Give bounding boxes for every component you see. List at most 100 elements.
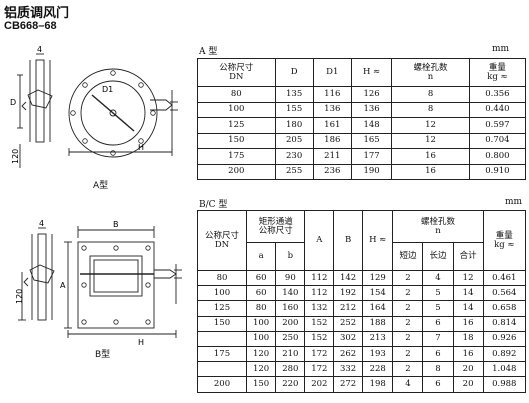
table-cell: 1.048 bbox=[482, 361, 527, 378]
table-cell: 100 bbox=[197, 101, 276, 118]
table-cell: 116 bbox=[312, 86, 352, 103]
table-cell: 200 bbox=[275, 315, 306, 332]
table-cell: 193 bbox=[361, 345, 394, 363]
table-cell: 100 bbox=[197, 285, 247, 302]
table-cell: 14 bbox=[452, 285, 484, 302]
table-cell: 302 bbox=[333, 330, 363, 347]
table-cell: 280 bbox=[275, 361, 306, 378]
table-cell: 150 bbox=[197, 132, 276, 149]
table-cell: 100 bbox=[245, 315, 277, 332]
drawing-a: 4 D 120 D1 H bbox=[10, 45, 178, 168]
table-cell: 210 bbox=[275, 345, 306, 363]
table-cell: 0.461 bbox=[482, 269, 527, 287]
table-cell: 255 bbox=[274, 163, 314, 180]
table-cell: 0.814 bbox=[482, 315, 527, 332]
table-cell: 0.800 bbox=[468, 148, 527, 165]
table-a-header: 螺栓孔数 n bbox=[391, 58, 470, 87]
table-b-header-long: 长边 bbox=[422, 242, 454, 271]
table-b-header-holes: 螺栓孔数 n bbox=[392, 210, 484, 243]
table-cell: 212 bbox=[333, 300, 363, 317]
table-cell: 5 bbox=[422, 300, 454, 317]
table-cell: 125 bbox=[197, 117, 276, 134]
table-cell: 164 bbox=[361, 300, 394, 317]
table-cell: 80 bbox=[245, 300, 277, 317]
table-cell: 200 bbox=[197, 376, 247, 393]
table-cell: 4 bbox=[422, 269, 454, 287]
table-cell: 5 bbox=[422, 285, 454, 302]
table-cell: 142 bbox=[333, 269, 363, 287]
table-cell: 20 bbox=[452, 376, 484, 393]
label-b-b: B bbox=[113, 220, 119, 229]
table-cell: 12 bbox=[391, 132, 470, 149]
table-cell: 125 bbox=[197, 300, 247, 317]
label-b-h: H bbox=[138, 338, 144, 347]
table-cell: 2 bbox=[392, 361, 424, 378]
table-cell: 202 bbox=[304, 376, 335, 393]
table-cell: 80 bbox=[197, 86, 276, 103]
table-cell: 205 bbox=[274, 132, 314, 149]
drawing-b: 4 B A 120 H bbox=[15, 219, 182, 347]
table-cell: 0.440 bbox=[468, 101, 527, 118]
table-cell: 161 bbox=[312, 117, 352, 134]
table-cell: 2 bbox=[392, 315, 424, 332]
table-cell: 120 bbox=[245, 345, 277, 363]
table-b-header-dn: 公称尺寸 DN bbox=[197, 210, 247, 271]
table-cell: 188 bbox=[361, 315, 394, 332]
table-cell: 20 bbox=[452, 361, 484, 378]
table-b-header-rect: 矩形通道 公称尺寸 bbox=[245, 210, 306, 243]
table-cell: 213 bbox=[361, 330, 394, 347]
table-cell: 136 bbox=[312, 101, 352, 118]
table-cell: 8 bbox=[422, 361, 454, 378]
table-a-header: 重量 kg ≈ bbox=[468, 58, 527, 87]
table-cell: 6 bbox=[422, 345, 454, 363]
table-cell: 6 bbox=[422, 376, 454, 393]
table-cell: 100 bbox=[245, 330, 277, 347]
table-cell: 112 bbox=[304, 269, 335, 287]
table-cell: 180 bbox=[274, 117, 314, 134]
table-b-header-total: 合计 bbox=[452, 242, 484, 271]
table-cell: 172 bbox=[304, 361, 335, 378]
table-cell: 154 bbox=[361, 285, 394, 302]
table-cell: 0.704 bbox=[468, 132, 527, 149]
table-cell: 175 bbox=[197, 345, 247, 363]
drawing-a-caption: A型 bbox=[93, 181, 109, 191]
table-cell: 12 bbox=[391, 117, 470, 134]
table-cell: 90 bbox=[275, 269, 306, 287]
table-cell: 252 bbox=[333, 315, 363, 332]
table-cell: 60 bbox=[245, 269, 277, 287]
table-cell: 172 bbox=[304, 345, 335, 363]
table-b-header-short: 短边 bbox=[392, 242, 424, 271]
table-b-label: B/C 型 bbox=[199, 200, 228, 210]
table-a-header: D1 bbox=[312, 58, 352, 87]
label-a-dim4: 4 bbox=[37, 45, 42, 54]
table-cell: 136 bbox=[350, 101, 393, 118]
table-cell: 120 bbox=[245, 361, 277, 378]
table-cell: 150 bbox=[245, 376, 277, 393]
table-cell: 192 bbox=[333, 285, 363, 302]
table-cell: 16 bbox=[391, 163, 470, 180]
label-a-d: D bbox=[10, 98, 16, 107]
table-cell: 230 bbox=[274, 148, 314, 165]
drawing-b-caption: B型 bbox=[95, 350, 111, 360]
table-cell: 150 bbox=[197, 315, 247, 332]
table-cell: 165 bbox=[350, 132, 393, 149]
table-cell: 228 bbox=[361, 361, 394, 378]
table-cell: 200 bbox=[197, 163, 276, 180]
table-cell: 220 bbox=[275, 376, 306, 393]
label-a-d1: D1 bbox=[102, 85, 113, 94]
table-cell: 12 bbox=[452, 269, 484, 287]
table-cell: 160 bbox=[275, 300, 306, 317]
